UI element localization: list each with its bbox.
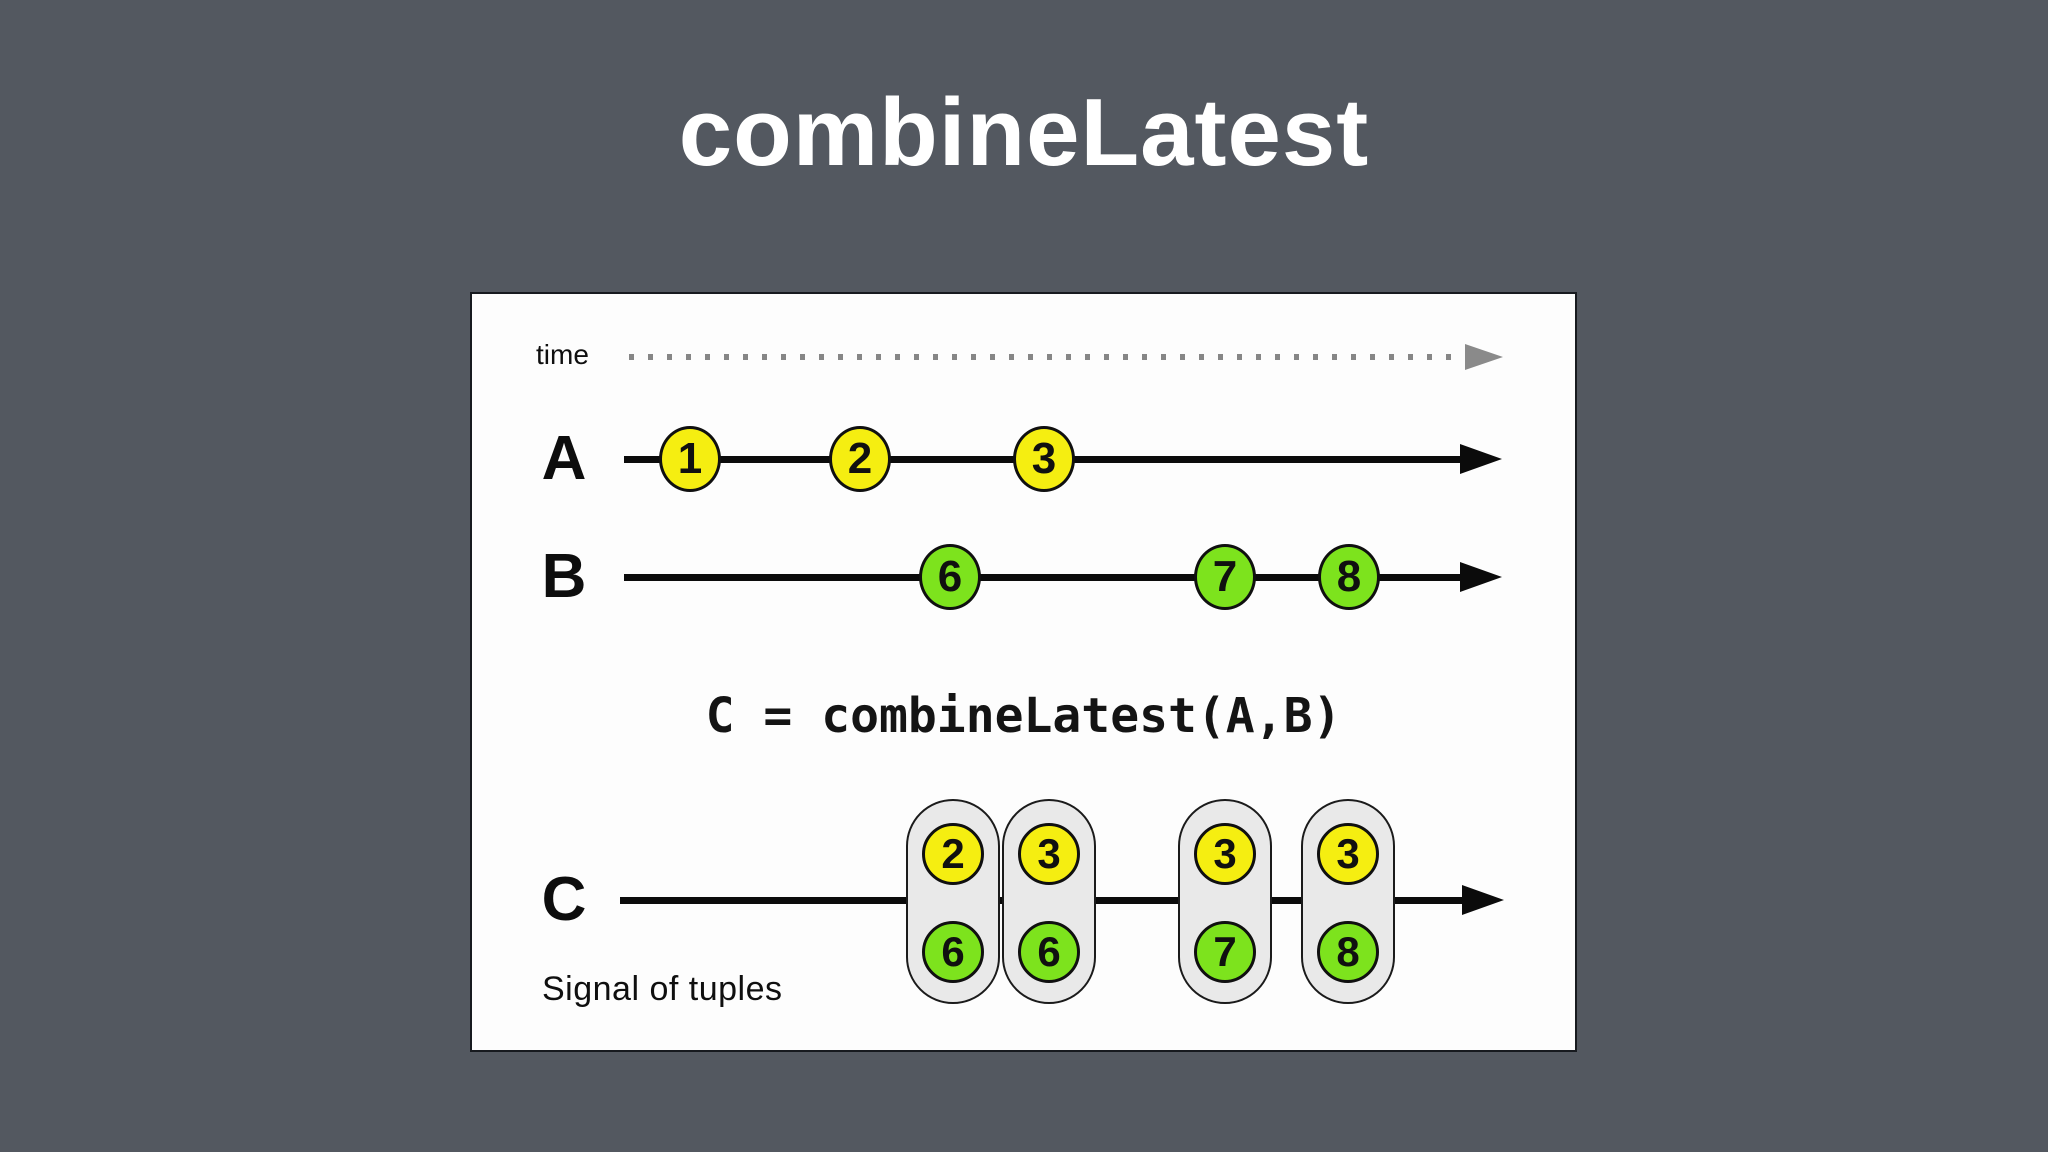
signal-a-label: A [541,424,587,493]
time-axis-label: time [536,339,589,370]
signal-a-arrow-right-icon [1460,444,1502,474]
signal-c-caption: Signal of tuples [542,970,783,1008]
event-marble: 7 [1194,544,1256,610]
event-marble: 1 [659,426,721,492]
tuple-top-value: 3 [1194,823,1256,885]
tuple-bottom-value: 6 [922,921,984,983]
event-marble: 6 [919,544,981,610]
time-arrow-right-icon [1465,344,1503,370]
time-axis-dotted-line [629,354,1467,360]
page-title: combineLatest [678,79,1370,186]
tuple-top-value: 3 [1018,823,1080,885]
tuple-top-value: 2 [922,823,984,885]
signal-b-label: B [541,542,587,611]
event-marble: 2 [829,426,891,492]
event-marble: 8 [1318,544,1380,610]
tuple-top-value: 3 [1317,823,1379,885]
event-marble: 3 [1013,426,1075,492]
signal-b-arrow-right-icon [1460,562,1502,592]
tuple-bottom-value: 7 [1194,921,1256,983]
combine-formula-text: C = combineLatest(A,B) [705,688,1342,744]
tuple-bottom-value: 8 [1317,921,1379,983]
signal-c-label: C [541,865,587,934]
tuple-bottom-value: 6 [1018,921,1080,983]
signal-c-arrow-right-icon [1462,885,1504,915]
signal-b-timeline [624,574,1464,581]
